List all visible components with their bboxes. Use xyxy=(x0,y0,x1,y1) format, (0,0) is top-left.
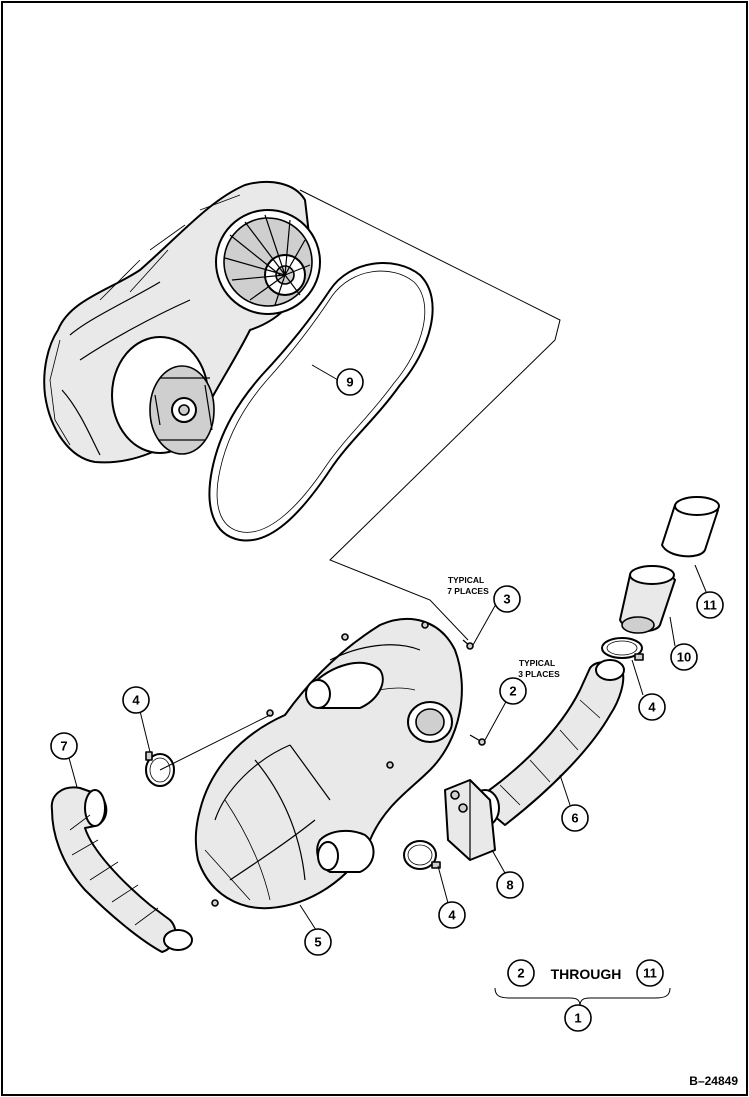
drive-pulley xyxy=(111,336,215,455)
callout-2: 2 xyxy=(499,677,527,705)
callout-10-label: 10 xyxy=(677,650,691,665)
callout-3-label: 3 xyxy=(503,592,510,607)
screw-2 xyxy=(469,734,486,746)
callout-11-label: 11 xyxy=(703,598,717,613)
air-filter xyxy=(619,565,676,634)
note-typical-7-line1: TYPICAL xyxy=(448,575,484,585)
callout-4-right: 4 xyxy=(638,693,666,721)
callout-6: 6 xyxy=(561,804,589,832)
alignment-line xyxy=(299,189,561,641)
callout-4-upper-left-label: 4 xyxy=(132,693,140,708)
callout-8: 8 xyxy=(496,871,524,899)
hose-clamp-right xyxy=(601,637,644,661)
callout-7: 7 xyxy=(50,732,78,760)
pre-filter xyxy=(661,496,720,558)
mounting-bracket xyxy=(444,779,496,861)
callout-9-label: 9 xyxy=(346,375,353,390)
hose-left xyxy=(50,786,193,953)
clutch-outer-cover-assembly xyxy=(43,181,321,464)
callout-5: 5 xyxy=(304,928,332,956)
legend-assembly-label: 1 xyxy=(574,1011,581,1026)
hose-right xyxy=(470,659,625,827)
callout-4-upper-left: 4 xyxy=(122,686,150,714)
legend-through-word: THROUGH xyxy=(551,966,622,982)
callout-11: 11 xyxy=(696,591,724,619)
note-typical-3-line2: 3 PLACES xyxy=(518,669,560,679)
callout-10: 10 xyxy=(670,643,698,671)
leader-lines xyxy=(68,364,708,931)
figure-id: B–24849 xyxy=(689,1074,738,1088)
clutch-inner-housing xyxy=(194,617,463,910)
callout-7-label: 7 xyxy=(60,739,67,754)
callout-6-label: 6 xyxy=(571,811,578,826)
hose-clamp-center xyxy=(403,840,441,870)
legend-brace xyxy=(494,987,671,1007)
callout-8-label: 8 xyxy=(506,878,513,893)
legend-from-label: 2 xyxy=(517,966,524,981)
hose-clamp-upper-left xyxy=(145,751,175,787)
drive-belt xyxy=(208,262,434,542)
assembly-legend: 2 THROUGH 11 1 xyxy=(494,959,671,1032)
callout-5-label: 5 xyxy=(314,935,321,950)
driven-pulley xyxy=(215,209,321,315)
callout-3: 3 xyxy=(493,585,521,613)
callout-4-center: 4 xyxy=(438,901,466,929)
note-typical-7-places: TYPICAL 7 PLACES xyxy=(447,575,489,596)
note-typical-3-line1: TYPICAL xyxy=(519,658,555,668)
callout-2-label: 2 xyxy=(509,684,516,699)
note-typical-7-line2: 7 PLACES xyxy=(447,586,489,596)
note-typical-3-places: TYPICAL 3 PLACES xyxy=(518,658,560,679)
callout-9: 9 xyxy=(336,368,364,396)
callout-4-center-label: 4 xyxy=(448,908,456,923)
callout-4-right-label: 4 xyxy=(648,700,656,715)
legend-to-label: 11 xyxy=(643,966,657,981)
screw-3 xyxy=(462,639,474,650)
